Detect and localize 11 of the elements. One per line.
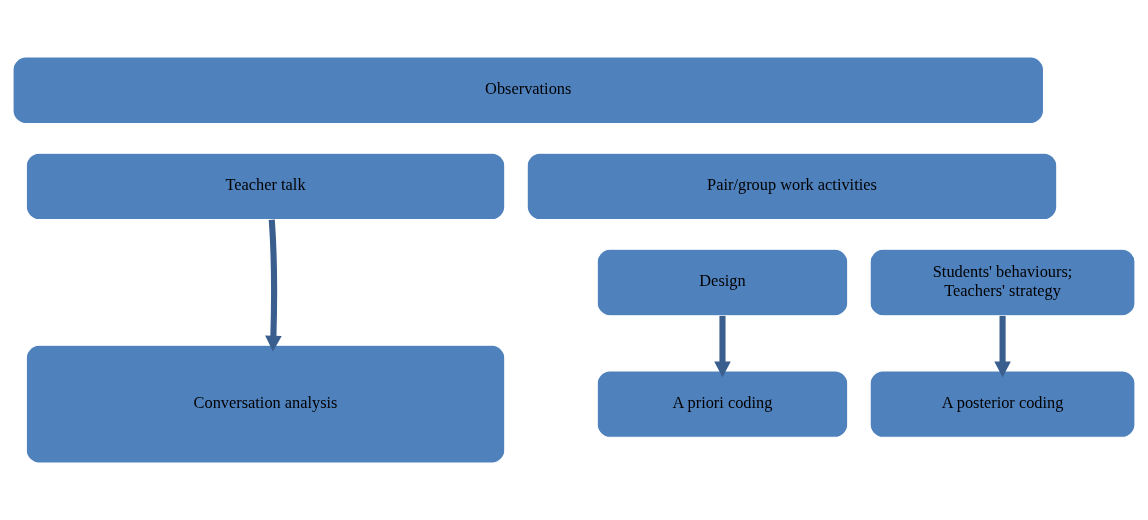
node-box: Design (596, 248, 849, 317)
arrow (714, 315, 731, 378)
arrow (265, 219, 282, 352)
node-box: Teacher talk (25, 152, 506, 221)
node-box: A posterior coding (869, 370, 1136, 438)
arrow (994, 315, 1011, 378)
node-box: Observations (12, 56, 1044, 125)
node-box: Pair/group work activities (526, 152, 1058, 221)
node-box: Students' behaviours; Teachers' strategy (869, 248, 1136, 317)
node-box: Conversation analysis (25, 344, 506, 464)
node-box: A priori coding (596, 370, 849, 438)
